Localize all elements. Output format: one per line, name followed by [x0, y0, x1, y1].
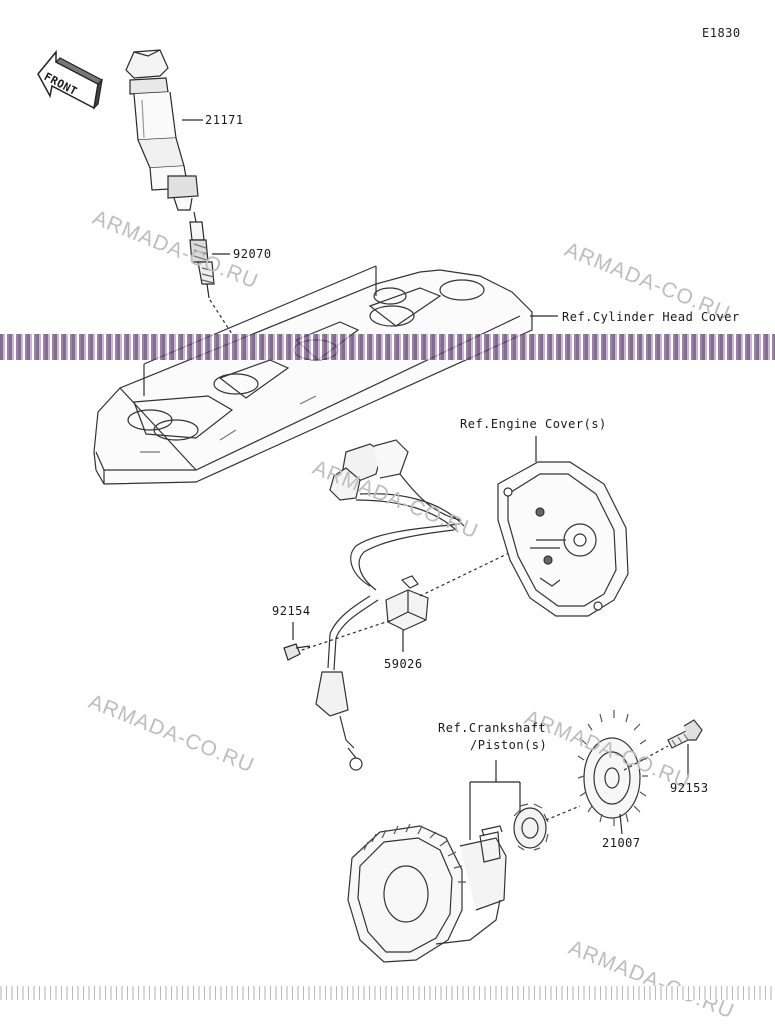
ref-crankshaft[interactable]: Ref.Crankshaft: [438, 721, 547, 735]
rotor[interactable]: [577, 710, 649, 826]
assembly-line-92154: [295, 619, 393, 653]
cylinder-head-cover: [93, 265, 533, 485]
crankshaft: [347, 823, 507, 963]
front-arrow-icon: [37, 49, 104, 110]
engine-cover: [497, 461, 629, 617]
bolt-92154[interactable]: [283, 643, 311, 661]
part-number-92070[interactable]: 92070: [233, 247, 272, 261]
part-number-21171[interactable]: 21171: [205, 113, 244, 127]
pickup-wiring-harness: [315, 439, 465, 771]
part-number-92154[interactable]: 92154: [272, 604, 311, 618]
bottom-scan-band: [0, 986, 775, 1000]
part-number-59026[interactable]: 59026: [384, 657, 423, 671]
assembly-line-92153: [623, 745, 669, 771]
diagram-code: E1830: [702, 26, 741, 40]
scan-band: [0, 334, 775, 360]
assembly-line-spark-plug: [209, 299, 233, 335]
crankshaft-gear: [513, 803, 549, 851]
spark-plug[interactable]: [189, 211, 215, 299]
pickup-coil[interactable]: [385, 575, 429, 631]
part-number-21007[interactable]: 21007: [602, 836, 641, 850]
parts-diagram-drawing: [37, 49, 703, 963]
ref-engine-covers[interactable]: Ref.Engine Cover(s): [460, 417, 607, 431]
leader-line-21007: [619, 813, 623, 835]
ignition-coil[interactable]: [125, 49, 199, 211]
ref-pistons[interactable]: /Piston(s): [470, 738, 548, 752]
assembly-line-rotor: [545, 805, 581, 821]
part-number-92153[interactable]: 92153: [670, 781, 709, 795]
bolt-92153[interactable]: [667, 719, 703, 749]
ref-cylinder-head-cover[interactable]: Ref.Cylinder Head Cover: [562, 310, 740, 324]
